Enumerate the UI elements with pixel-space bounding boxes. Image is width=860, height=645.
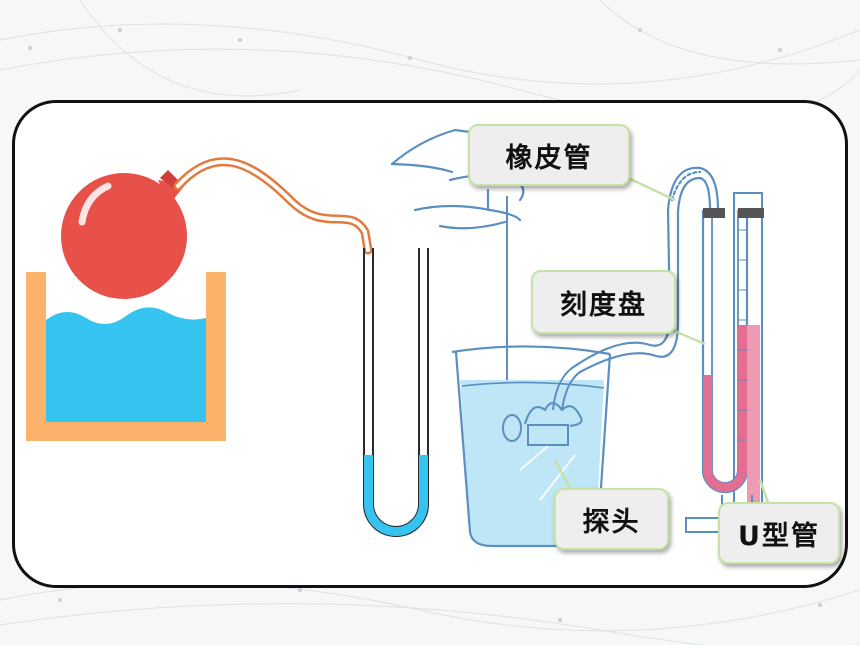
label-probe: 探头 [554, 488, 669, 550]
manometer [685, 192, 777, 533]
probe [502, 367, 583, 446]
balloon [61, 170, 187, 299]
simple-u-tube [363, 248, 429, 537]
connecting-tube [173, 157, 373, 255]
water-container [26, 272, 226, 441]
label-dial: 刻度盘 [531, 270, 676, 334]
label-u-tube: U型管 [718, 502, 840, 564]
hand-sketch [390, 128, 525, 230]
label-rubber-tube: 橡皮管 [468, 124, 630, 186]
